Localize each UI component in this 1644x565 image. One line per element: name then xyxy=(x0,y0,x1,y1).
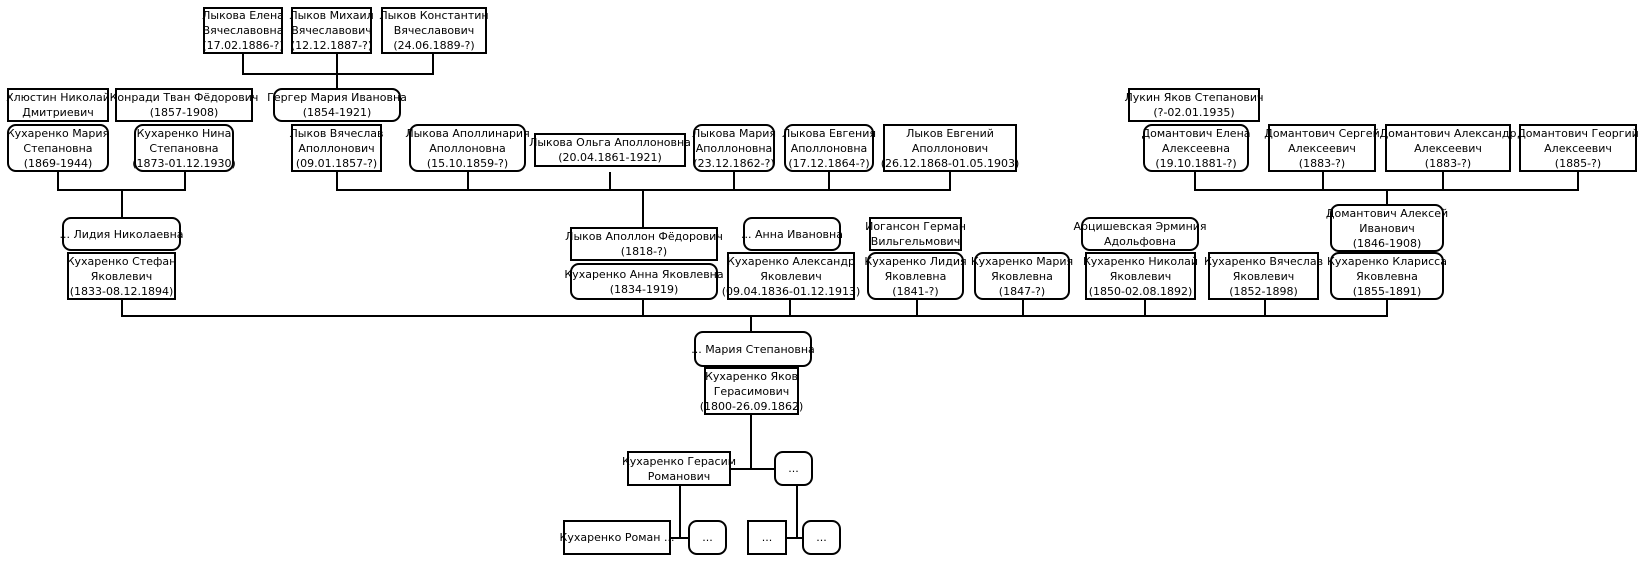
person-lykov-mikhail[interactable]: Лыков Михаил Вячеславович (12.12.1887-?) xyxy=(289,7,374,54)
person-kukharenko-klarissa[interactable]: Кухаренко Кларисса Яковлевна (1855-1891) xyxy=(1327,252,1447,300)
person-kukharenko-nikolay[interactable]: Кухаренко Николай Яковлевич (1850-02.08.… xyxy=(1083,252,1198,300)
person-domantovich-georgiy[interactable]: Домантович Георгий Алексеевич (1885-?) xyxy=(1517,124,1639,172)
person-lykova-maria[interactable]: Лыкова Мария Аполлоновна (23.12.1862-?) xyxy=(692,124,776,172)
person-lidia-nikolaevna[interactable]: ... Лидия Николаевна xyxy=(59,217,184,251)
person-paternal-grandmother-unknown[interactable]: ... xyxy=(688,520,727,555)
person-lykov-konstantin[interactable]: Лыков Константин Вячеславович (24.06.188… xyxy=(379,7,489,54)
person-kukharenko-roman[interactable]: Кухаренко Роман ... xyxy=(560,520,674,555)
person-kukharenko-maria-yakovlevna[interactable]: Кухаренко Мария Яковлевна (1847-?) xyxy=(971,252,1073,300)
person-kukharenko-maria-stepanovna[interactable]: Кухаренко Мария Степановна (1869-1944) xyxy=(7,124,109,172)
person-domantovich-sergey[interactable]: Домантович Сергей Алексеевич (1883-?) xyxy=(1264,124,1380,172)
person-konradi[interactable]: Конради Тван Фёдорович (1857-1908) xyxy=(110,88,258,122)
person-lukin-yakov[interactable]: Лукин Яков Степанович (?-02.01.1935) xyxy=(1124,88,1264,122)
person-khlyustin-nikolay[interactable]: Хлюстин Николай Дмитриевич xyxy=(6,88,110,122)
person-maria-stepanovna[interactable]: ... Мария Степановна xyxy=(691,331,815,367)
person-domantovich-alexandr[interactable]: Домантович Александр Алексеевич (1883-?) xyxy=(1380,124,1516,172)
person-lykov-evgeniy[interactable]: Лыков Евгений Аполлонович (26.12.1868-01… xyxy=(881,124,1019,172)
person-kukharenko-lidia[interactable]: Кухаренко Лидия Яковлевна (1841-?) xyxy=(864,252,967,300)
person-kukharenko-anna[interactable]: Кухаренко Анна Яковлевна (1834-1919) xyxy=(564,263,724,300)
person-kukharenko-stefan[interactable]: Кухаренко Стефан Яковлевич (1833-08.12.1… xyxy=(67,252,176,300)
person-domantovich-elena[interactable]: Домантович Елена Алексеевна (19.10.1881-… xyxy=(1142,124,1251,172)
person-domantovich-alexey[interactable]: Домантович Алексей Иванович (1846-1908) xyxy=(1326,204,1448,252)
root-person-kukharenko-yakov[interactable]: Кухаренко Яков Герасимович (1800-26.09.1… xyxy=(700,367,803,415)
person-gerger-maria[interactable]: Гергер Мария Ивановна (1854-1921) xyxy=(267,88,407,122)
person-maternal-grandmother-unknown[interactable]: ... xyxy=(802,520,841,555)
person-kukharenko-alexandr[interactable]: Кухаренко Александр Яковлевич (09.04.183… xyxy=(722,252,860,300)
person-mother-unknown[interactable]: ... xyxy=(774,451,813,486)
person-kukharenko-vyacheslav[interactable]: Кухаренко Вячеслав Яковлевич (1852-1898) xyxy=(1204,252,1323,300)
person-lykova-apollinaria[interactable]: Лыкова Аполлинария Аполлоновна (15.10.18… xyxy=(405,124,530,172)
person-lykova-evgenia[interactable]: Лыкова Евгения Аполлоновна (17.12.1864-?… xyxy=(782,124,876,172)
person-kukharenko-nina[interactable]: Кухаренко Нина Степановна (1873-01.12.19… xyxy=(132,124,236,172)
person-lykov-apollon[interactable]: Лыков Аполлон Фёдорович (1818-?) xyxy=(565,227,723,261)
person-lykov-vyacheslav[interactable]: Лыков Вячеслав Аполлонович (09.01.1857-?… xyxy=(289,124,384,172)
person-kukharenko-gerasim[interactable]: Кухаренко Герасим Романович xyxy=(622,451,736,486)
person-ioganson-german[interactable]: Иогансон Герман Вильгельмович xyxy=(865,217,966,251)
person-lykova-olga[interactable]: Лыкова Ольга Аполлоновна (20.04.1861-192… xyxy=(529,133,691,167)
person-maternal-grandfather-unknown[interactable]: ... xyxy=(747,520,787,555)
person-anna-ivanovna[interactable]: ... Анна Ивановна xyxy=(741,217,843,251)
person-artsishevskaya-erminia[interactable]: Арцишевская Эрминия Адольфовна xyxy=(1073,217,1207,251)
person-lykova-elena[interactable]: Лыкова Елена Вячеславовна (17.02.1886-?) xyxy=(202,7,284,54)
